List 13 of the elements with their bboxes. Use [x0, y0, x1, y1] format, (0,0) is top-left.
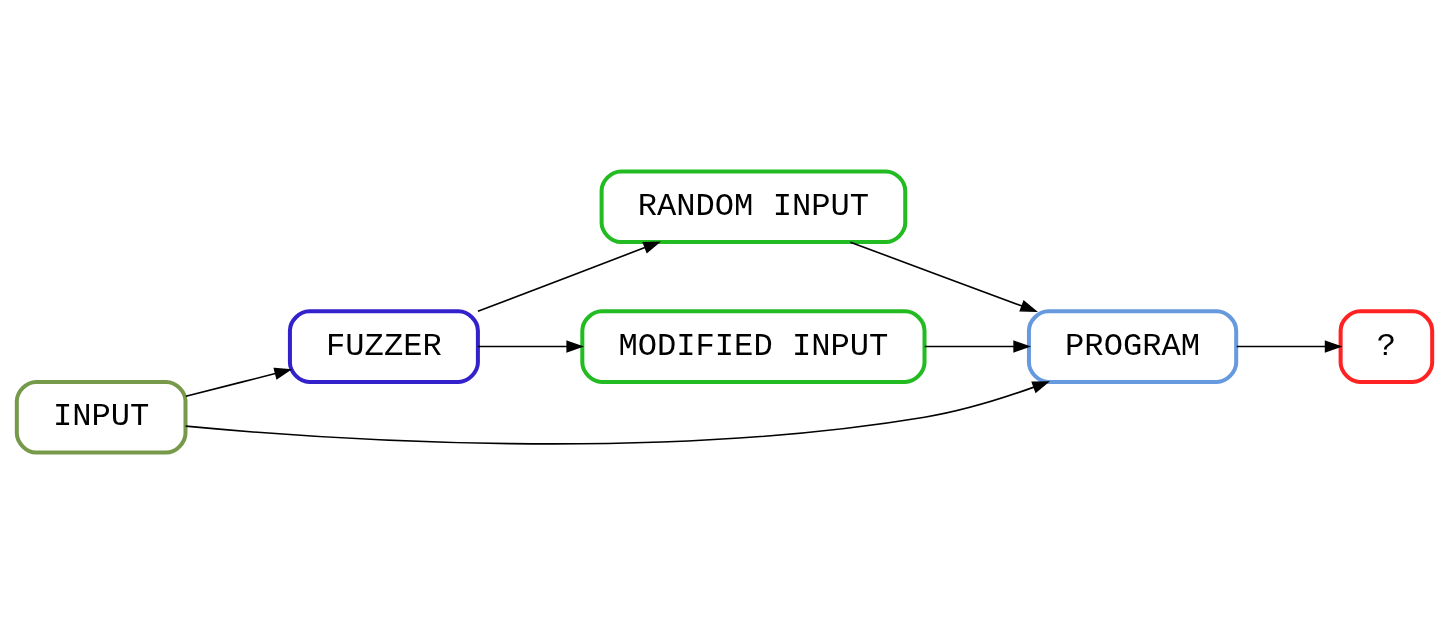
- node-box: INPUT: [14, 379, 188, 455]
- node-box: RANDOM INPUT: [599, 169, 908, 245]
- node-box: MODIFIED INPUT: [580, 309, 927, 384]
- node-box: FUZZER: [287, 309, 480, 384]
- arrow: [184, 381, 1050, 445]
- node-box: ?: [1338, 309, 1435, 384]
- arrow: [477, 340, 585, 353]
- arrow: [1236, 340, 1343, 353]
- arrow: [477, 241, 662, 313]
- node-box: PROGRAM: [1026, 309, 1239, 384]
- arrow: [924, 340, 1032, 353]
- arrow: [185, 367, 293, 398]
- arrow: [849, 241, 1038, 312]
